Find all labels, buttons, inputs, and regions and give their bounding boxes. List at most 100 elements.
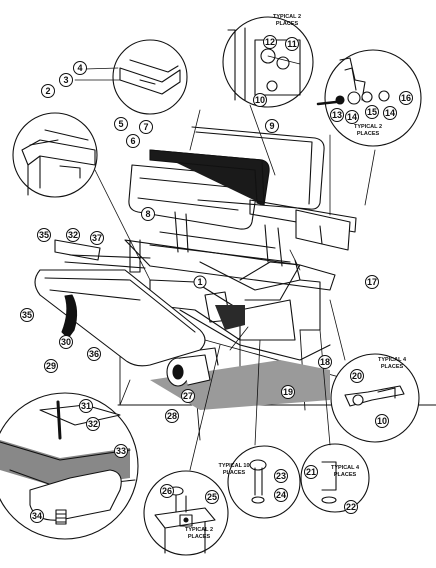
svg-text:27: 27 — [183, 391, 193, 401]
svg-text:14: 14 — [385, 108, 395, 118]
svg-text:3: 3 — [63, 75, 68, 85]
svg-text:10: 10 — [255, 95, 265, 105]
callout-18: 18 — [318, 355, 332, 369]
callout-26: 26 — [160, 484, 174, 498]
svg-text:7: 7 — [143, 122, 148, 132]
callout-10-top: 10 — [253, 93, 267, 107]
svg-text:15: 15 — [367, 107, 377, 117]
svg-text:35: 35 — [22, 310, 32, 320]
detail-circle-bottom-left — [0, 392, 139, 540]
callout-36: 36 — [87, 347, 101, 361]
note-typical2-top-line2: PLACES — [276, 21, 299, 27]
callout-32-top: 32 — [66, 228, 80, 242]
note-typical4-bottom-line1: TYPICAL 4 — [331, 465, 360, 471]
callout-15: 15 — [365, 105, 379, 119]
svg-text:9: 9 — [269, 121, 274, 131]
leader-lines — [94, 104, 376, 471]
note-typical10-line2: PLACES — [223, 470, 246, 476]
detail-circle-top-right — [222, 16, 314, 108]
svg-text:20: 20 — [352, 371, 362, 381]
callout-34: 34 — [30, 509, 44, 523]
note-typical4-bottom-line2: PLACES — [334, 472, 357, 478]
svg-text:21: 21 — [306, 467, 316, 477]
svg-text:12: 12 — [265, 37, 275, 47]
svg-text:16: 16 — [401, 93, 411, 103]
svg-text:6: 6 — [130, 136, 135, 146]
callout-7: 7 — [139, 120, 153, 134]
svg-text:19: 19 — [283, 387, 293, 397]
svg-text:28: 28 — [167, 411, 177, 421]
svg-text:25: 25 — [207, 492, 217, 502]
note-typical2-right-line1: TYPICAL 2 — [354, 124, 382, 130]
svg-text:8: 8 — [145, 209, 150, 219]
callout-35-top: 35 — [37, 228, 51, 242]
svg-text:35: 35 — [39, 230, 49, 240]
callout-21: 21 — [304, 465, 318, 479]
callout-33: 33 — [114, 444, 128, 458]
svg-text:23: 23 — [276, 471, 286, 481]
detail-circle-top-left — [74, 39, 188, 115]
rear-cylinder — [166, 347, 219, 387]
note-typical2-bottom-line2: PLACES — [188, 534, 211, 540]
callout-12: 12 — [263, 35, 277, 49]
svg-text:5: 5 — [118, 119, 123, 129]
callout-6: 6 — [126, 134, 140, 148]
note-typical2-right-line2: PLACES — [357, 131, 380, 137]
svg-text:36: 36 — [89, 349, 99, 359]
callout-31: 31 — [79, 399, 93, 413]
svg-text:30: 30 — [61, 337, 71, 347]
svg-text:29: 29 — [46, 361, 56, 371]
svg-text:2: 2 — [45, 86, 50, 96]
detail-circle-right-bottom — [330, 353, 420, 443]
callout-25: 25 — [205, 490, 219, 504]
back-support-rail — [249, 199, 357, 251]
callout-14-left: 14 — [345, 110, 359, 124]
svg-text:10: 10 — [377, 416, 387, 426]
detail-circle-typical2-bottom — [143, 470, 229, 556]
callout-11: 11 — [285, 37, 299, 51]
svg-text:14: 14 — [347, 112, 357, 122]
note-typical4-right-line2: PLACES — [381, 364, 404, 370]
callout-2: 2 — [41, 84, 55, 98]
note-typical2-top-line1: TYPICAL 2 — [273, 14, 301, 20]
svg-text:34: 34 — [32, 511, 42, 521]
callout-32: 32 — [86, 417, 100, 431]
svg-text:31: 31 — [81, 401, 91, 411]
svg-text:11: 11 — [287, 39, 297, 49]
svg-text:32: 32 — [68, 230, 78, 240]
note-typical10-line1: TYPICAL 10 — [218, 463, 249, 469]
svg-text:24: 24 — [276, 490, 286, 500]
callout-10-bottom: 10 — [375, 414, 389, 428]
callout-16: 16 — [399, 91, 413, 105]
callout-9: 9 — [265, 119, 279, 133]
svg-text:22: 22 — [346, 502, 356, 512]
callout-24: 24 — [274, 488, 288, 502]
callout-14-right: 14 — [383, 106, 397, 120]
callout-23: 23 — [274, 469, 288, 483]
callout-20: 20 — [350, 369, 364, 383]
callout-5: 5 — [114, 117, 128, 131]
seat-bottom-cushion — [34, 239, 206, 367]
notes: TYPICAL 2 PLACES TYPICAL 2 PLACES TYPICA… — [185, 14, 407, 540]
svg-text:17: 17 — [367, 277, 377, 287]
callout-30: 30 — [59, 335, 73, 349]
svg-text:1: 1 — [197, 277, 202, 287]
callout-8: 8 — [141, 207, 155, 221]
detail-circle-typical4-bottom — [300, 443, 370, 513]
callout-29: 29 — [44, 359, 58, 373]
callout-17: 17 — [365, 275, 379, 289]
callout-22: 22 — [344, 500, 358, 514]
callout-35-bottom: 35 — [20, 308, 34, 322]
callout-27: 27 — [181, 389, 195, 403]
callout-3: 3 — [59, 73, 73, 87]
detail-circle-left — [12, 112, 98, 198]
callout-28: 28 — [165, 409, 179, 423]
callout-4: 4 — [73, 61, 87, 75]
svg-text:13: 13 — [332, 110, 342, 120]
callouts: 2 3 4 5 6 7 8 9 10 11 12 13 14 14 15 16 … — [20, 35, 413, 523]
note-typical4-right-line1: TYPICAL 4 — [378, 357, 407, 363]
callout-19: 19 — [281, 385, 295, 399]
callout-37: 37 — [90, 231, 104, 245]
